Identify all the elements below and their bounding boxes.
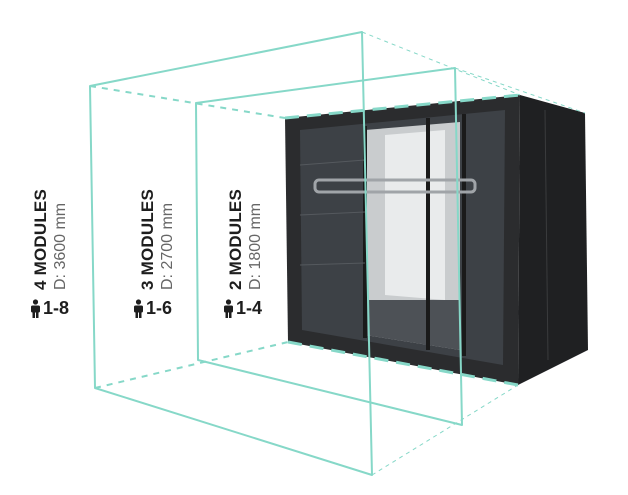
capacity-value: 1-6	[146, 298, 173, 318]
capacity-value: 1-8	[43, 298, 70, 318]
person-icon	[224, 298, 233, 318]
person-icon	[134, 298, 143, 318]
phone-booth	[285, 95, 588, 385]
outline-3-modules	[195, 67, 463, 426]
capacity-4: 1-8	[30, 298, 69, 319]
module-title: 4 MODULES	[31, 189, 50, 290]
module-outlines	[89, 31, 586, 476]
module-title: 3 MODULES	[138, 189, 157, 290]
person-icon	[31, 298, 40, 318]
module-depth: D: 3600 mm	[52, 202, 69, 290]
module-depth: D: 1800 mm	[247, 202, 264, 290]
module-depth: D: 2700 mm	[159, 202, 176, 290]
capacity-3: 1-6	[133, 298, 172, 319]
module-label-2: 2 MODULES D: 1800 mm	[226, 189, 266, 290]
module-title: 2 MODULES	[226, 189, 245, 290]
capacity-value: 1-4	[236, 298, 263, 318]
module-label-4: 4 MODULES D: 3600 mm	[31, 189, 71, 290]
capacity-2: 1-4	[223, 298, 262, 319]
module-label-3: 3 MODULES D: 2700 mm	[138, 189, 178, 290]
